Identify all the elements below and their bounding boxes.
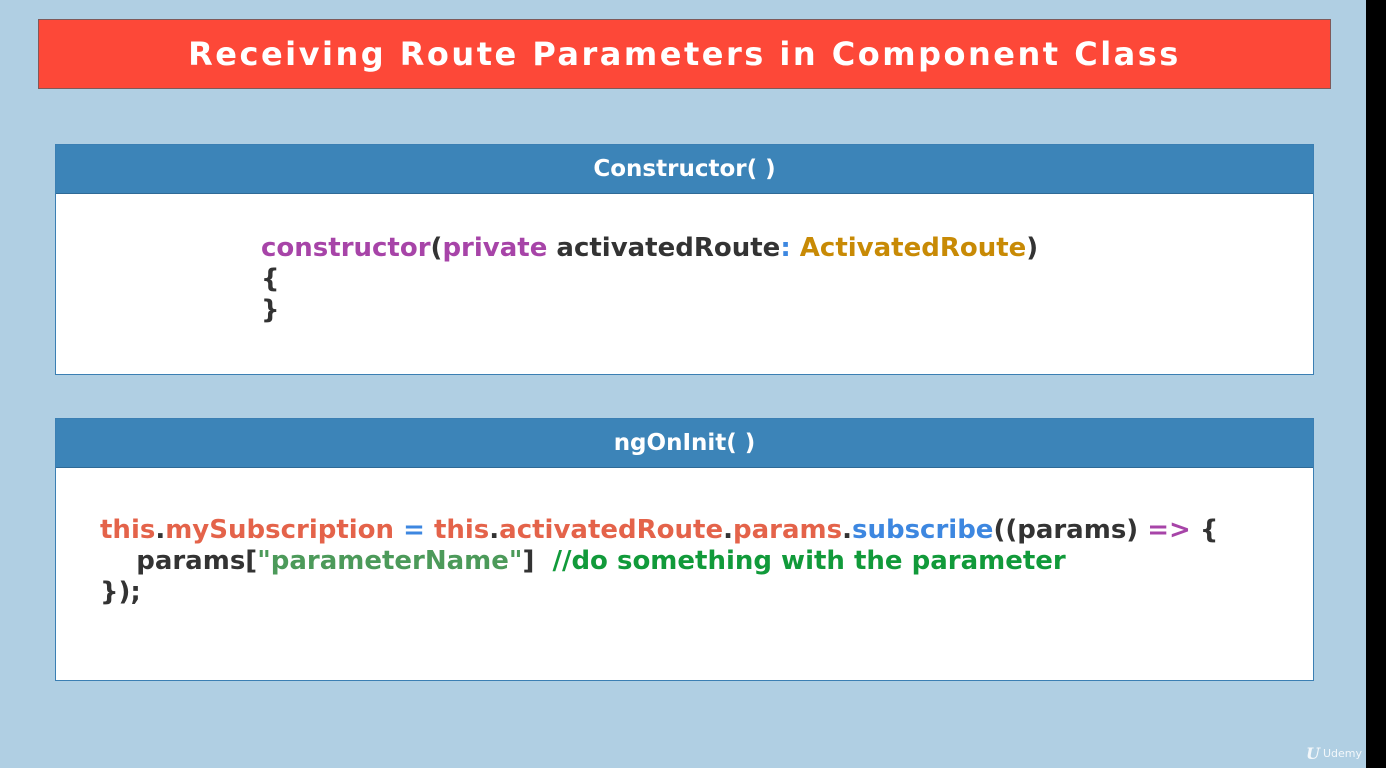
code-token: => [1147,515,1191,545]
code-token: { [261,264,280,294]
udemy-logo-icon: U [1306,744,1320,763]
code-token: . [155,515,166,545]
code-token: //do something with the parameter [552,546,1066,576]
code-token: activatedRoute [499,515,724,545]
udemy-watermark: U Udemy [1306,744,1362,763]
code-line: params["parameterName"] //do something w… [100,546,1218,577]
ngoninit-panel: ngOnInit( ) this.mySubscription = this.a… [55,418,1314,681]
right-edge-bar [1366,0,1386,768]
code-token: ActivatedRoute [790,233,1027,263]
code-token: constructor [261,233,431,263]
watermark-text: Udemy [1322,747,1362,760]
code-line: { [261,264,1038,295]
code-token: "parameterName" [257,546,523,576]
code-line: constructor(private activatedRoute: Acti… [261,233,1038,264]
constructor-panel-title: Constructor( ) [593,156,776,182]
code-token: ] [522,546,553,576]
constructor-panel: Constructor( ) constructor(private activ… [55,144,1314,375]
code-token: subscribe [851,515,994,545]
code-token: { [1190,515,1219,545]
code-token: activatedRoute [547,233,781,263]
code-token: mySubscription [165,515,395,545]
code-token: }); [100,577,141,607]
code-token: : [780,233,791,263]
code-line: }); [100,577,1218,608]
code-token: . [842,515,852,545]
ngoninit-panel-title: ngOnInit( ) [613,430,756,456]
code-token: } [261,295,280,325]
code-token: params [732,515,843,545]
code-line: } [261,295,1038,326]
code-token: . [489,515,500,545]
code-token: ) [1026,233,1039,263]
code-token: . [723,515,733,545]
code-token: = [394,515,434,545]
code-token: ((params) [993,515,1148,545]
code-token: this [100,515,156,545]
code-token: params[ [100,546,258,576]
code-token: private [442,233,548,263]
code-line: this.mySubscription = this.activatedRout… [100,515,1218,546]
slide-title: Receiving Route Parameters in Component … [188,35,1181,73]
constructor-panel-header: Constructor( ) [56,145,1313,194]
constructor-code-block: constructor(private activatedRoute: Acti… [261,233,1038,326]
ngoninit-code-block: this.mySubscription = this.activatedRout… [100,515,1218,608]
code-token: this [433,515,490,545]
ngoninit-panel-header: ngOnInit( ) [56,419,1313,468]
code-token: ( [430,233,443,263]
title-banner: Receiving Route Parameters in Component … [38,19,1331,89]
